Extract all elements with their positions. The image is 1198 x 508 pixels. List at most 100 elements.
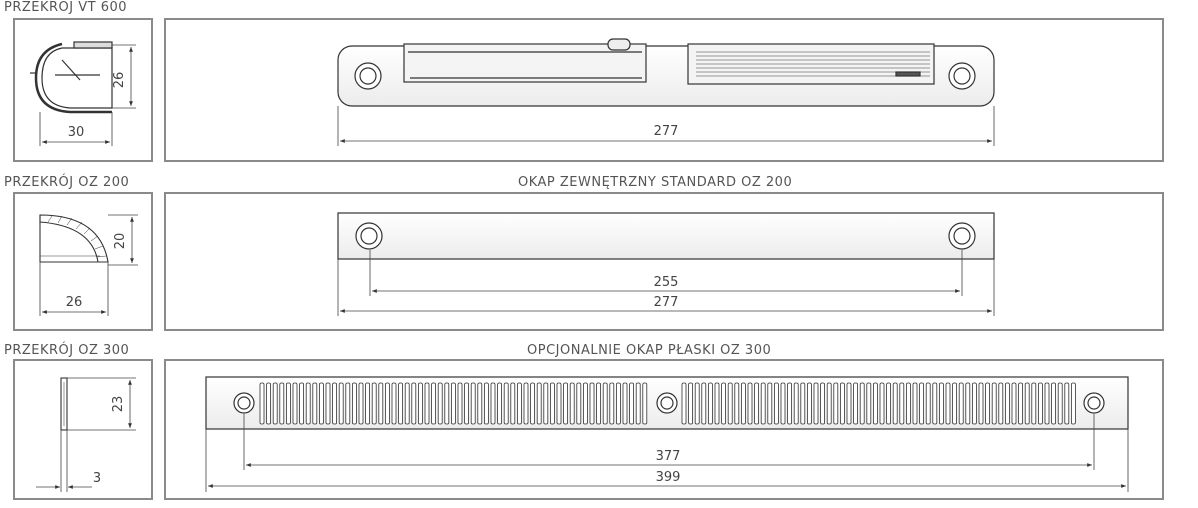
- grille-slot: [503, 382, 509, 425]
- section-frame-oz300: [13, 359, 153, 500]
- grille-slot: [470, 382, 476, 425]
- dim-oz300-spacing-label: 377: [656, 449, 681, 464]
- grille-slot: [629, 382, 634, 425]
- grille-slot: [635, 382, 641, 425]
- grille-slot: [998, 382, 1004, 425]
- dim-oz200-length: [337, 259, 995, 316]
- grille-slot: [583, 382, 588, 425]
- grille-slot: [556, 382, 562, 425]
- grille-slot: [1011, 382, 1017, 425]
- grille-slot: [622, 382, 628, 425]
- grille-slot: [747, 382, 753, 425]
- grille-slot: [530, 382, 535, 425]
- dim-oz200-width-label: 26: [66, 295, 83, 310]
- dim-oz200-height: [108, 214, 138, 266]
- grille-slot: [424, 382, 430, 425]
- grille-slot: [965, 382, 971, 425]
- grille-slot: [780, 382, 786, 425]
- grille-slot: [490, 382, 496, 425]
- grille-slot: [550, 382, 555, 425]
- grille-slot: [879, 382, 885, 425]
- grille-slot: [642, 382, 648, 425]
- dim-oz200-width: [39, 262, 109, 316]
- dim-vt600-length-label: 277: [654, 124, 679, 139]
- grille-slot: [338, 382, 344, 425]
- vent-vt600-body: [337, 38, 995, 107]
- grille-slot: [563, 382, 568, 425]
- grille-slot: [774, 382, 779, 425]
- grille-slot: [384, 382, 390, 425]
- grille-slot: [721, 382, 726, 425]
- grille-slot: [351, 382, 357, 425]
- grille-slot: [701, 382, 707, 425]
- grille-slot: [734, 382, 740, 425]
- grille-slot: [437, 382, 443, 425]
- grille-slot: [714, 382, 720, 425]
- grille-slot: [292, 382, 298, 425]
- grille-slot: [813, 382, 819, 425]
- grille-slot: [431, 382, 437, 425]
- grille-slot: [958, 382, 964, 425]
- grille-slot: [464, 382, 470, 425]
- grille-slot: [259, 382, 265, 425]
- grille-slot: [833, 382, 839, 425]
- dim-oz300-height: [67, 377, 136, 431]
- grille-slot: [517, 382, 522, 425]
- grille-slot: [299, 382, 305, 425]
- vent-oz300-body: [205, 376, 1129, 430]
- grille-slot: [853, 382, 858, 425]
- vent-oz200-body: [337, 212, 995, 260]
- grille-slot: [285, 382, 291, 425]
- section-oz200: [39, 214, 109, 263]
- dim-vt600-length: [337, 106, 995, 146]
- dim-oz200-length-label: 277: [654, 295, 679, 310]
- grille-slot: [972, 382, 977, 425]
- grille-slot: [873, 382, 878, 425]
- drawing-frame-vt600: [164, 18, 1164, 162]
- dim-vt600-width: [39, 112, 113, 146]
- grille-slot: [602, 382, 608, 425]
- grille-slot: [1051, 382, 1056, 425]
- section-frame-vt600: [13, 18, 153, 162]
- grille-slot: [450, 382, 456, 425]
- grille-slot: [365, 382, 371, 425]
- grille-slot: [807, 382, 812, 425]
- grille-slot: [543, 382, 549, 425]
- vent-oz300-grille: [259, 382, 1076, 425]
- dim-vt600-height: [112, 44, 136, 109]
- grille-slot: [371, 382, 377, 425]
- grille-slot: [912, 382, 918, 425]
- grille-slot: [767, 382, 773, 425]
- grille-slot: [1064, 382, 1070, 425]
- grille-slot: [708, 382, 713, 425]
- grille-slot: [760, 382, 766, 425]
- grille-slot: [1024, 382, 1030, 425]
- grille-slot: [978, 382, 984, 425]
- dim-oz200-hole-spacing: [369, 250, 963, 296]
- grille-slot: [411, 382, 417, 425]
- section-vt600: [30, 41, 113, 114]
- dim-oz300-width: [36, 430, 92, 492]
- grille-slot: [279, 382, 285, 425]
- grille-slot: [688, 382, 693, 425]
- grille-slot: [444, 382, 450, 425]
- dim-oz300-length-label: 399: [656, 470, 681, 485]
- grille-slot: [787, 382, 792, 425]
- section-frame-oz200: [13, 192, 153, 331]
- grille-slot: [727, 382, 733, 425]
- section-label-oz200: PRZEKRÓJ OZ 200: [4, 175, 130, 190]
- grille-slot: [859, 382, 865, 425]
- grille-slot: [866, 382, 872, 425]
- grille-slot: [483, 382, 489, 425]
- grille-slot: [754, 382, 759, 425]
- section-oz300: [60, 377, 68, 431]
- grille-slot: [497, 382, 503, 425]
- grille-slot: [457, 382, 463, 425]
- title-oz200: OKAP ZEWNĘTRZNY STANDARD OZ 200: [518, 175, 793, 190]
- grille-slot: [523, 382, 529, 425]
- dim-oz300-width-label: 3: [93, 471, 101, 486]
- grille-slot: [536, 382, 542, 425]
- grille-slot: [417, 382, 423, 425]
- grille-slot: [616, 382, 621, 425]
